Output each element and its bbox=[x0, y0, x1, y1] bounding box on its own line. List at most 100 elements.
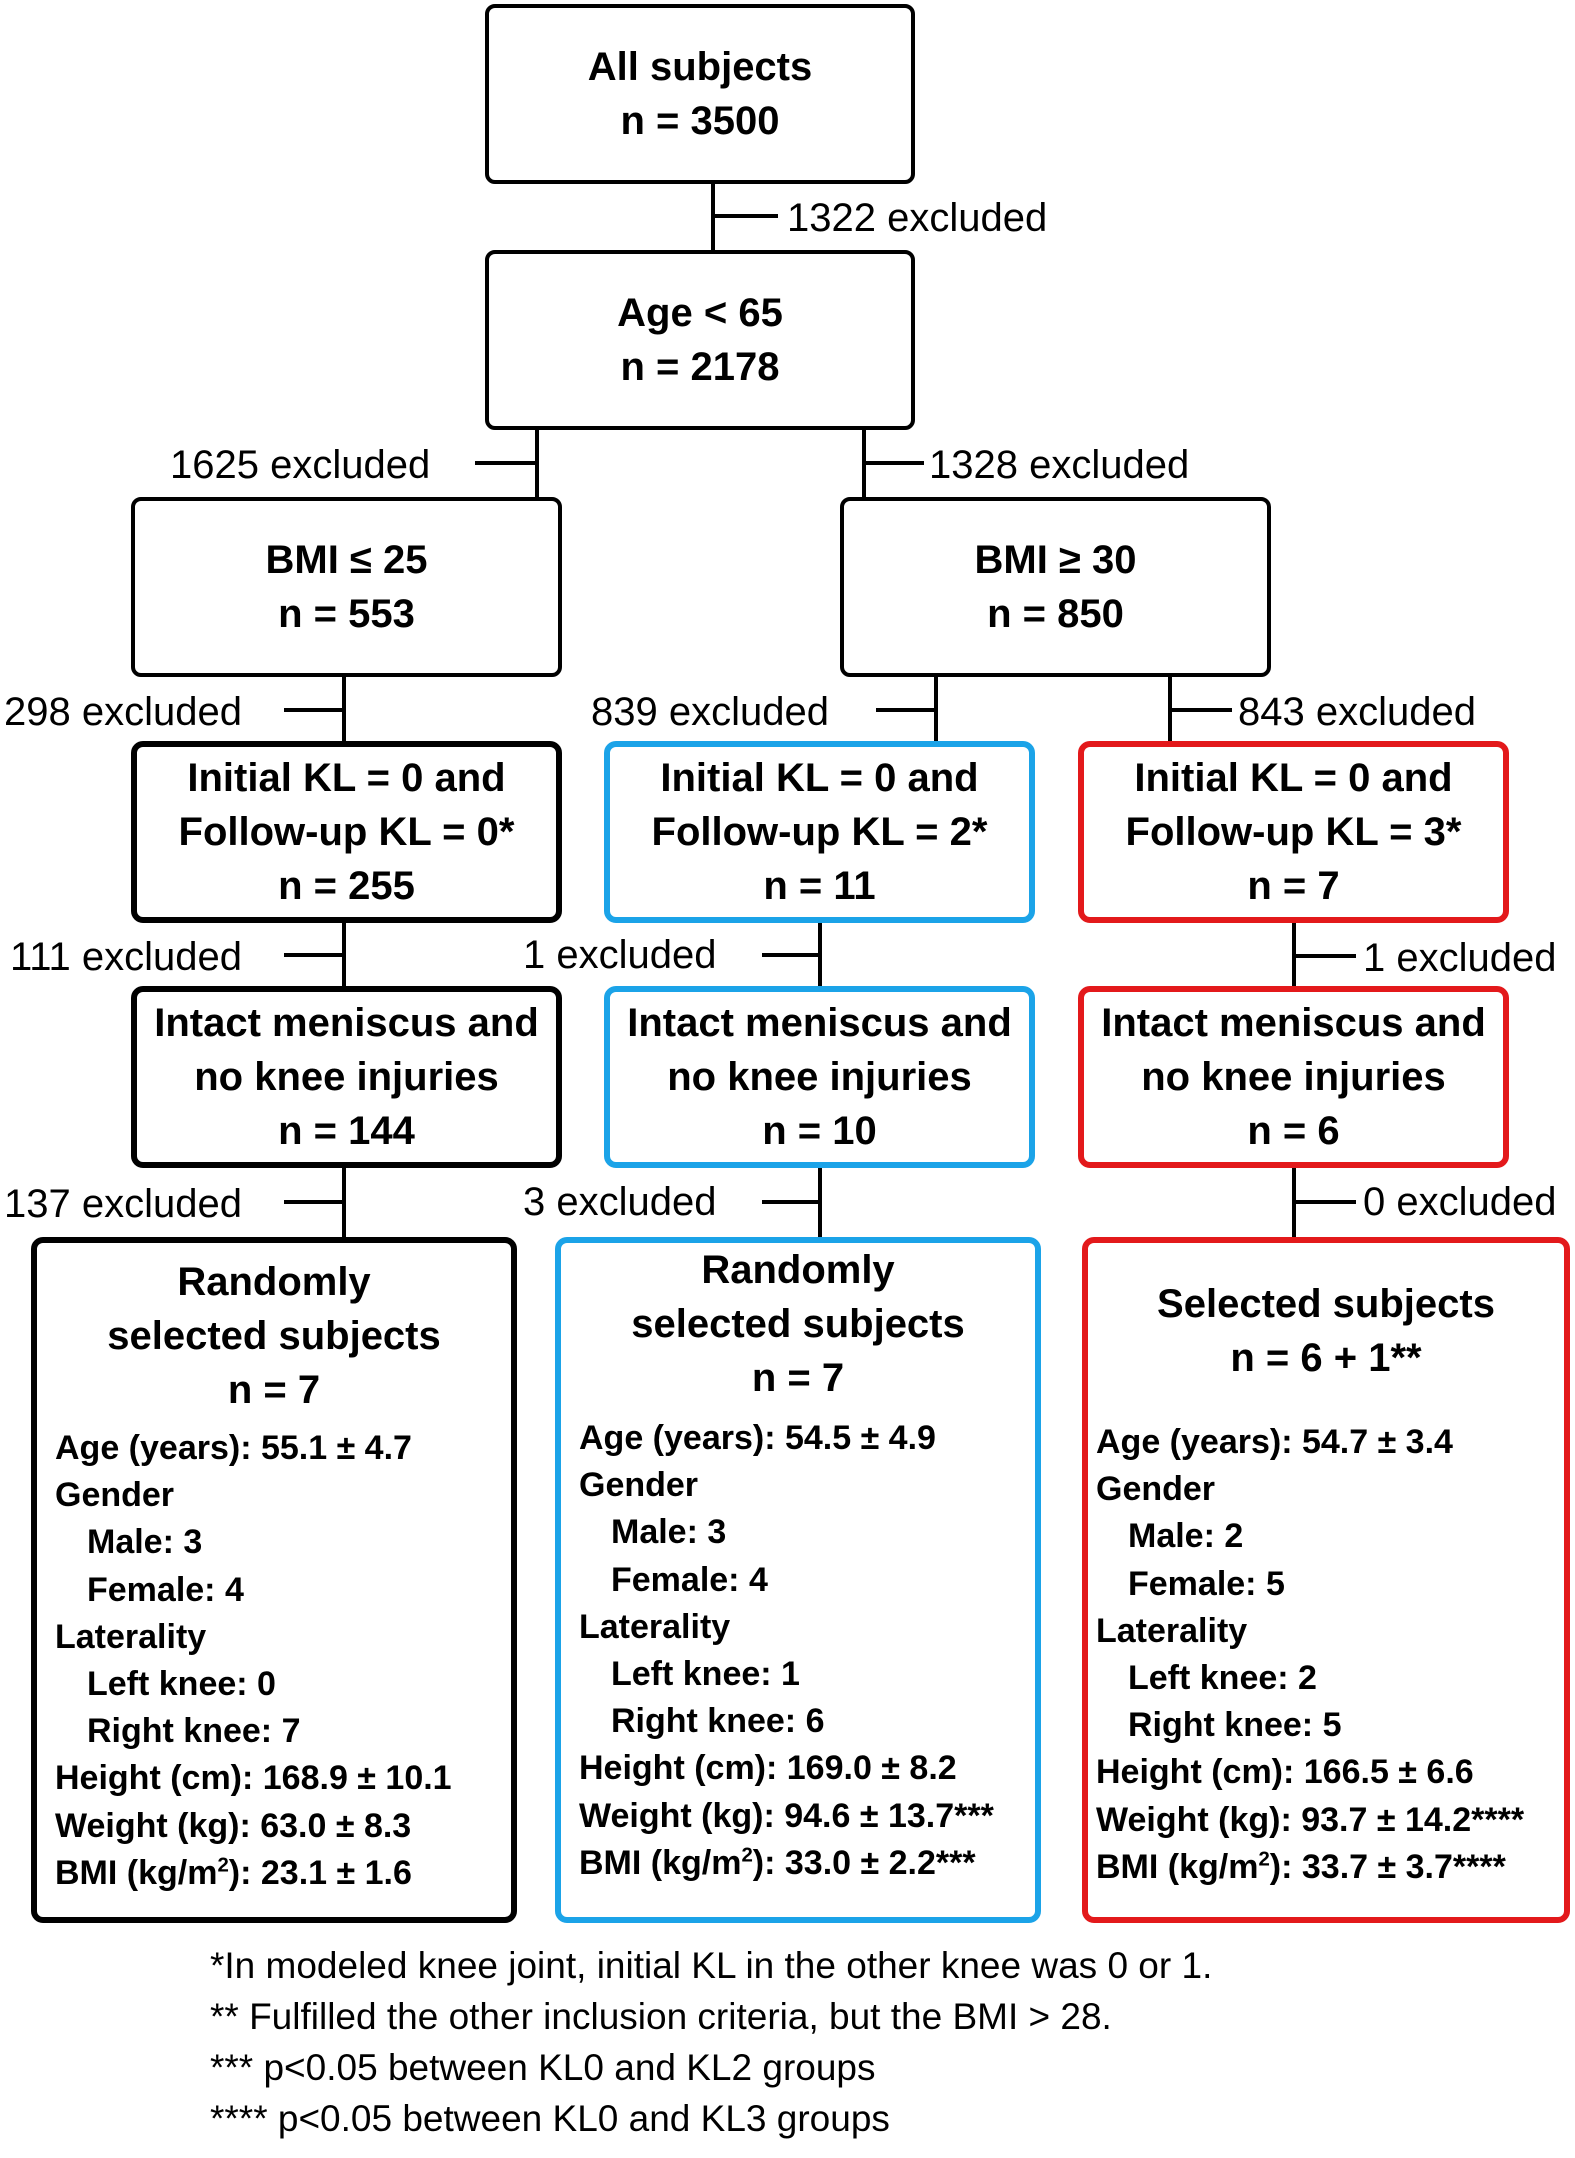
box-title: Age < 65 bbox=[617, 291, 783, 335]
box-count: n = 7 bbox=[1247, 864, 1340, 908]
box-count: n = 2178 bbox=[620, 345, 780, 389]
box-count: n = 553 bbox=[278, 592, 415, 636]
excluded-label: 111 excluded bbox=[10, 935, 243, 979]
box-count: n = 7 bbox=[227, 1368, 321, 1412]
footnotes: *In modeled knee joint, initial KL in th… bbox=[210, 1940, 1212, 2144]
stat-weight: Weight (kg): 93.7 ± 14.2**** bbox=[1096, 1800, 1525, 1839]
stat-bmi-post: ): 33.7 ± 3.7**** bbox=[1269, 1847, 1506, 1886]
stat-bmi-pre: BMI (kg/m bbox=[55, 1853, 218, 1892]
box-title: BMI ≤ 25 bbox=[265, 538, 428, 582]
stats-list: Age (years): 54.5 ± 4.9 Gender Male: 3 F… bbox=[561, 1415, 1035, 1887]
stat-laterality: Laterality bbox=[55, 1617, 207, 1656]
stat-left-knee: Left knee: 0 bbox=[87, 1665, 276, 1704]
stat-male: Male: 3 bbox=[87, 1523, 203, 1562]
box-count: n = 850 bbox=[987, 592, 1124, 636]
box-count: n = 11 bbox=[763, 864, 876, 908]
stat-bmi: BMI (kg/m2): 23.1 ± 1.6 bbox=[55, 1850, 511, 1897]
box-count: n = 7 bbox=[751, 1356, 845, 1400]
excluded-label: 1328 excluded bbox=[929, 443, 1190, 487]
excluded-label: 839 excluded bbox=[591, 690, 829, 734]
stat-male: Male: 2 bbox=[1128, 1517, 1244, 1556]
box-line: no knee injuries bbox=[1141, 1055, 1446, 1099]
stat-left-knee: Left knee: 2 bbox=[1128, 1659, 1317, 1698]
box-title: selected subjects bbox=[107, 1314, 441, 1358]
stat-bmi: BMI (kg/m2): 33.7 ± 3.7**** bbox=[1096, 1844, 1564, 1891]
box-count: n = 10 bbox=[762, 1109, 877, 1153]
footnote: *In modeled knee joint, initial KL in th… bbox=[210, 1945, 1213, 1986]
bmi-high-box: BMI ≥ 30 n = 850 bbox=[840, 497, 1271, 677]
stat-female: Female: 4 bbox=[611, 1560, 768, 1599]
box-line: Intact meniscus and bbox=[1101, 1001, 1486, 1045]
stat-male: Male: 3 bbox=[611, 1513, 727, 1552]
box-count: n = 6 bbox=[1247, 1109, 1340, 1153]
excluded-label: 1322 excluded bbox=[787, 196, 1048, 240]
stat-laterality: Laterality bbox=[579, 1607, 731, 1646]
box-count: n = 255 bbox=[278, 864, 415, 908]
box-line: Intact meniscus and bbox=[627, 1001, 1012, 1045]
box-count: n = 6 + 1** bbox=[1230, 1336, 1422, 1380]
stat-height: Height (cm): 168.9 ± 10.1 bbox=[55, 1759, 452, 1798]
stat-age: Age (years): 55.1 ± 4.7 bbox=[55, 1429, 412, 1467]
box-line: no knee injuries bbox=[194, 1055, 499, 1099]
excluded-label: 1 excluded bbox=[1363, 936, 1557, 980]
stat-age: Age (years): 54.7 ± 3.4 bbox=[1096, 1423, 1453, 1461]
footnote: *** p<0.05 between KL0 and KL2 groups bbox=[210, 2047, 876, 2088]
box-line: no knee injuries bbox=[667, 1055, 972, 1099]
footnote: **** p<0.05 between KL0 and KL3 groups bbox=[210, 2098, 890, 2139]
kl0-box: Initial KL = 0 and Follow-up KL = 0* n =… bbox=[131, 741, 562, 923]
stat-female: Female: 5 bbox=[1128, 1564, 1285, 1603]
box-title: Randomly bbox=[177, 1260, 371, 1304]
final-kl0-box: Randomly selected subjects n = 7 Age (ye… bbox=[31, 1237, 517, 1923]
meniscus-kl3-box: Intact meniscus and no knee injuries n =… bbox=[1078, 986, 1509, 1168]
bmi-low-box: BMI ≤ 25 n = 553 bbox=[131, 497, 562, 677]
kl3-box: Initial KL = 0 and Follow-up KL = 3* n =… bbox=[1078, 741, 1509, 923]
final-kl2-box: Randomly selected subjects n = 7 Age (ye… bbox=[555, 1237, 1041, 1923]
excluded-label: 0 excluded bbox=[1363, 1180, 1557, 1224]
excluded-label: 843 excluded bbox=[1238, 690, 1476, 734]
stat-height: Height (cm): 166.5 ± 6.6 bbox=[1096, 1753, 1474, 1792]
kl2-box: Initial KL = 0 and Follow-up KL = 2* n =… bbox=[604, 741, 1035, 923]
box-title: Selected subjects bbox=[1157, 1282, 1495, 1326]
stat-left-knee: Left knee: 1 bbox=[611, 1655, 800, 1694]
footnote: ** Fulfilled the other inclusion criteri… bbox=[210, 1996, 1112, 2037]
box-title: All subjects bbox=[587, 45, 813, 89]
stats-list: Age (years): 54.7 ± 3.4 Gender Male: 2 F… bbox=[1088, 1419, 1564, 1891]
box-line: Follow-up KL = 3* bbox=[1125, 810, 1462, 854]
box-title: BMI ≥ 30 bbox=[974, 538, 1137, 582]
stat-right-knee: Right knee: 6 bbox=[611, 1702, 825, 1741]
box-count: n = 3500 bbox=[620, 99, 780, 143]
stat-right-knee: Right knee: 5 bbox=[1128, 1706, 1342, 1745]
stat-gender: Gender bbox=[55, 1476, 175, 1515]
stat-bmi-pre: BMI (kg/m bbox=[1096, 1847, 1259, 1886]
stat-right-knee: Right knee: 7 bbox=[87, 1712, 301, 1751]
box-line: Initial KL = 0 and bbox=[187, 756, 506, 800]
stat-weight: Weight (kg): 63.0 ± 8.3 bbox=[55, 1806, 412, 1845]
final-kl3-box: Selected subjects n = 6 + 1** Age (years… bbox=[1082, 1237, 1570, 1923]
box-line: Follow-up KL = 0* bbox=[178, 810, 515, 854]
excluded-label: 298 excluded bbox=[4, 690, 242, 734]
box-line: Initial KL = 0 and bbox=[660, 756, 979, 800]
stat-height: Height (cm): 169.0 ± 8.2 bbox=[579, 1749, 957, 1788]
stat-bmi-pre: BMI (kg/m bbox=[579, 1843, 742, 1882]
excluded-label: 137 excluded bbox=[4, 1182, 242, 1226]
stat-gender: Gender bbox=[1096, 1470, 1216, 1509]
stat-bmi-post: ): 23.1 ± 1.6 bbox=[228, 1853, 412, 1892]
stat-bmi-post: ): 33.0 ± 2.2*** bbox=[752, 1843, 976, 1882]
stat-gender: Gender bbox=[579, 1466, 699, 1505]
stat-weight: Weight (kg): 94.6 ± 13.7*** bbox=[579, 1796, 994, 1835]
all-subjects-box: All subjects n = 3500 bbox=[485, 4, 915, 184]
box-line: Initial KL = 0 and bbox=[1134, 756, 1453, 800]
excluded-label: 3 excluded bbox=[523, 1180, 717, 1224]
meniscus-kl0-box: Intact meniscus and no knee injuries n =… bbox=[131, 986, 562, 1168]
excluded-label: 1625 excluded bbox=[170, 443, 431, 487]
stats-list: Age (years): 55.1 ± 4.7 Gender Male: 3 F… bbox=[37, 1425, 511, 1897]
box-title: Randomly bbox=[701, 1248, 895, 1292]
age-box: Age < 65 n = 2178 bbox=[485, 250, 915, 430]
box-line: Follow-up KL = 2* bbox=[651, 810, 988, 854]
excluded-label: 1 excluded bbox=[523, 933, 717, 977]
stat-laterality: Laterality bbox=[1096, 1611, 1248, 1650]
box-line: Intact meniscus and bbox=[154, 1001, 539, 1045]
stat-female: Female: 4 bbox=[87, 1570, 244, 1609]
